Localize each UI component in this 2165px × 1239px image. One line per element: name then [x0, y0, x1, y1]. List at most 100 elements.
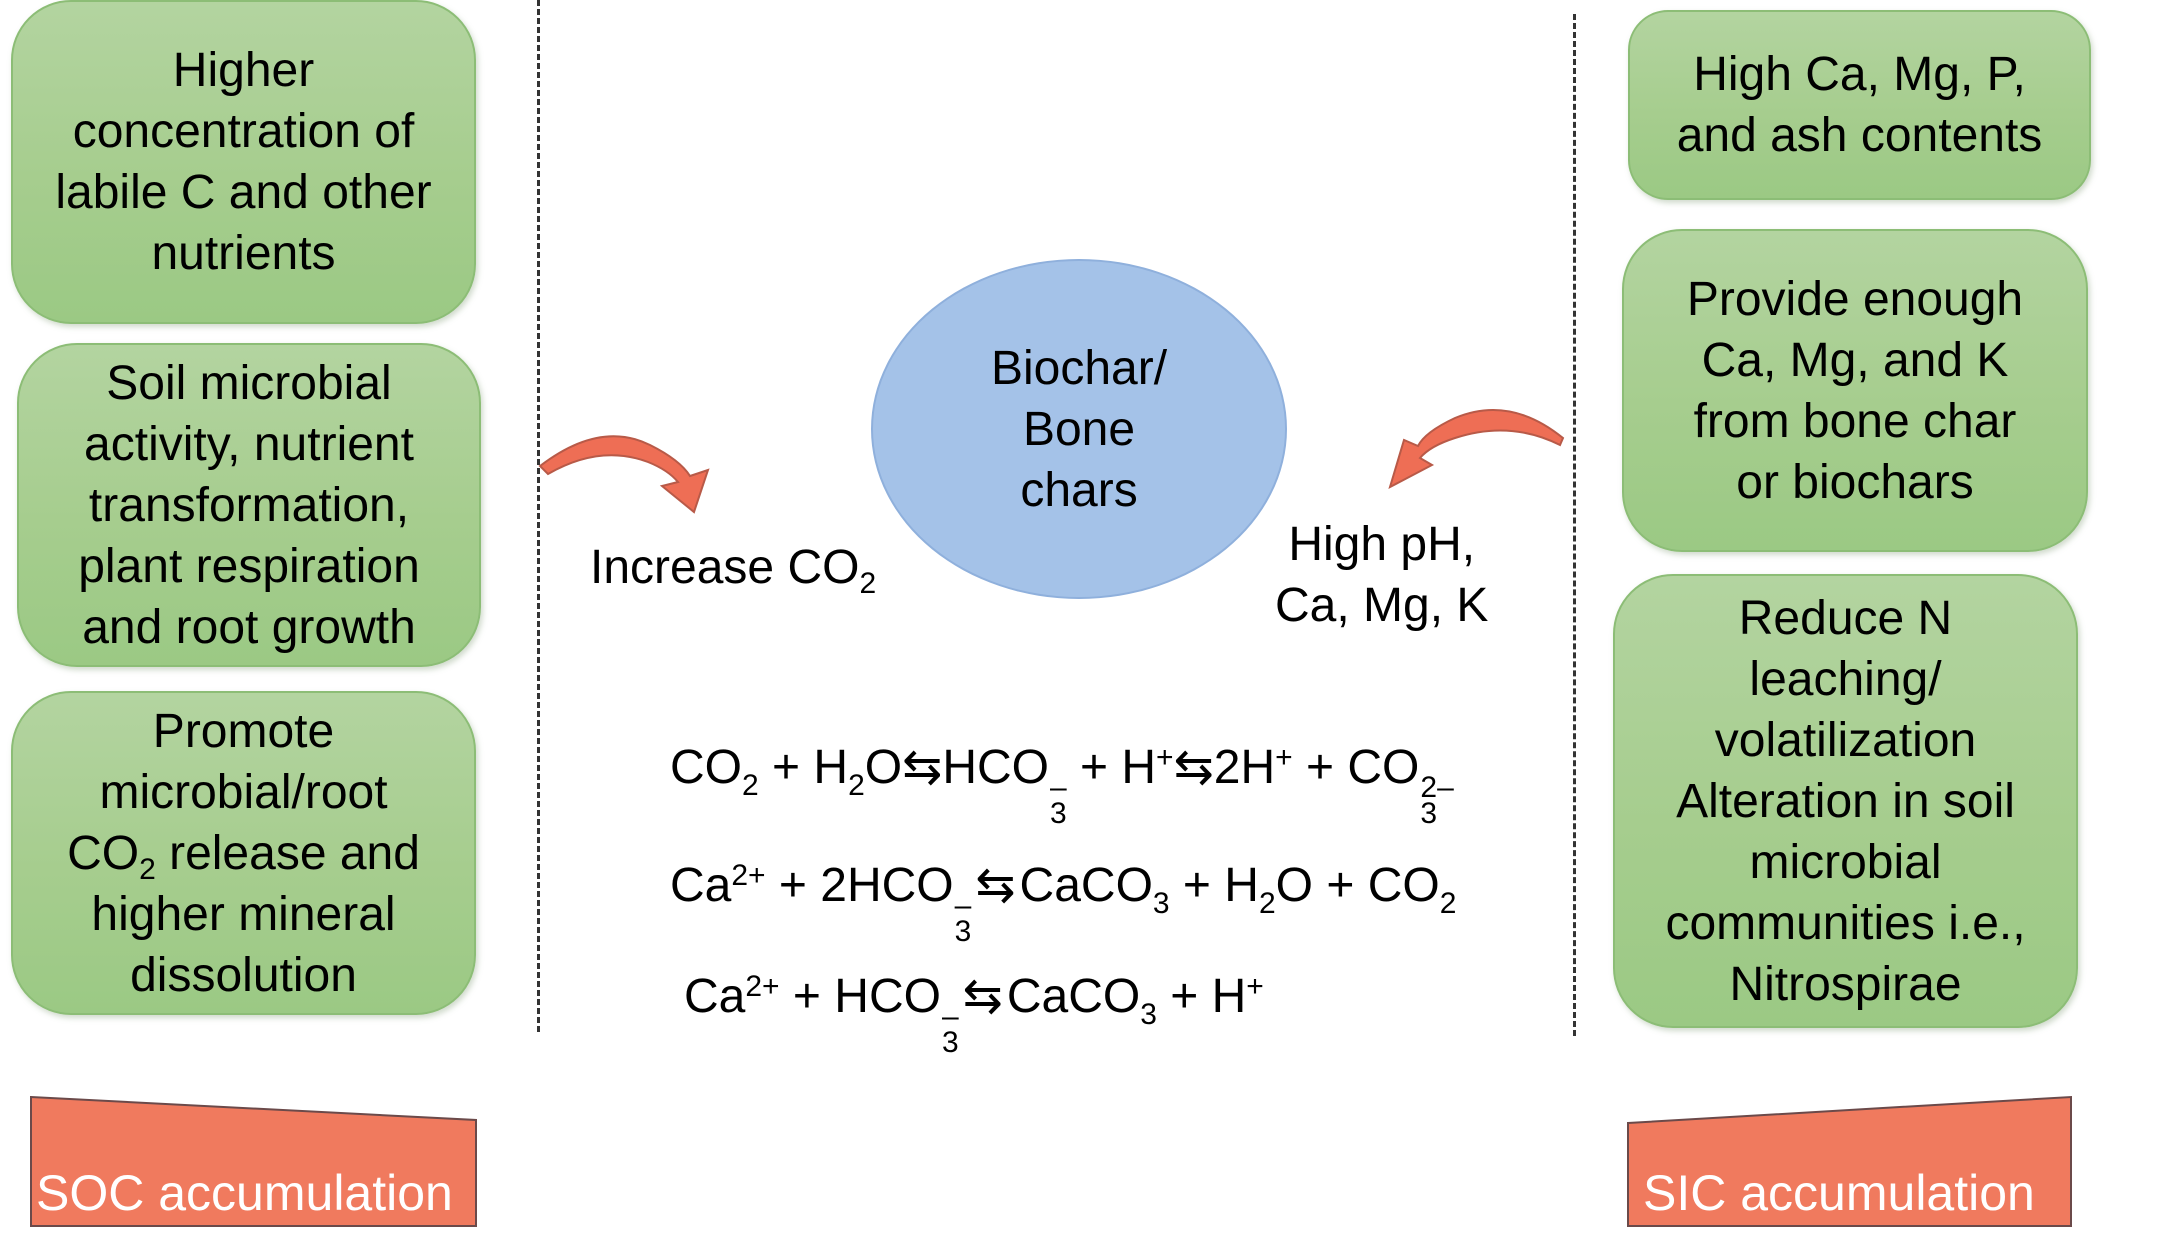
box-line: volatilization [1714, 713, 1977, 767]
eq-sub: 2 [848, 769, 865, 802]
eq-part: CaCO [1006, 970, 1141, 1023]
box-line: nutrients [151, 227, 336, 280]
box-line: High Ca, Mg, P, [1693, 48, 2026, 101]
left-curved-arrow-icon [538, 435, 710, 514]
box-line: Alteration in soil [1676, 774, 2015, 828]
eq-sup: – [941, 1000, 959, 1033]
eq-sub: 3 [1140, 998, 1157, 1031]
equilibrium-arrow-icon: ⇆ [962, 970, 1003, 1023]
eq-sup: – [954, 889, 972, 922]
left-box-labile-carbon: Higher concentration of labile C and oth… [11, 0, 476, 324]
box-line: labile C and other [55, 166, 432, 219]
box-line: microbial [1749, 835, 1942, 889]
box-line: higher mineral [91, 887, 396, 941]
eq-sup: 2+ [745, 970, 780, 1003]
increase-co2-subscript: 2 [859, 567, 877, 600]
box-line: Reduce N [1738, 591, 1953, 645]
box-line: plant respiration [78, 539, 420, 593]
soc-wedge [30, 1095, 477, 1227]
ellipse-line: Bone [1022, 402, 1136, 456]
box-line: activity, nutrient [84, 417, 414, 471]
box-line: and ash contents [1676, 109, 2043, 162]
eq-sub: 3 [1049, 797, 1067, 830]
eq-subsup: –3 [954, 889, 972, 948]
eq-part: + H [1169, 859, 1259, 912]
eq-sup: + [1275, 741, 1293, 774]
box-line: Nitrospirae [1729, 957, 1962, 1011]
release-text: release and [155, 826, 420, 880]
left-box-co2-release: Promote microbial/root CO2 release and h… [11, 691, 476, 1015]
equilibrium-arrow-icon: ⇆ [1173, 741, 1214, 794]
box-line: communities i.e., [1665, 896, 2026, 950]
box-line: Promote [152, 704, 335, 758]
eq-subsup: 2–3 [1420, 771, 1454, 830]
box-line: Provide enough [1686, 272, 2024, 326]
eq-part: + H [1066, 741, 1157, 794]
eq-part: CO [670, 741, 742, 794]
box-line: Soil microbial [106, 356, 392, 410]
box-line: microbial/root [99, 765, 388, 819]
biochar-ellipse: Biochar/ Bone chars [871, 259, 1287, 599]
eq-part: Ca [670, 859, 732, 912]
right-box-provide-nutrients: Provide enough Ca, Mg, and K from bone c… [1622, 229, 2088, 552]
high-ph-line: Ca, Mg, K [1275, 579, 1489, 632]
right-box-reduce-n-leaching: Reduce N leaching/ volatilization Altera… [1613, 574, 2078, 1028]
eq-part: CaCO [1019, 859, 1153, 912]
box-line: or biochars [1736, 455, 1974, 509]
eq-sup: + [1246, 970, 1264, 1003]
eq-subsup: –3 [1049, 771, 1067, 830]
high-ph-line: High pH, [1288, 518, 1476, 571]
eq-part: + H [1156, 970, 1247, 1023]
right-divider [1573, 14, 1576, 1036]
box-line: Ca, Mg, and K [1701, 333, 2009, 387]
ellipse-line: chars [1020, 463, 1138, 517]
equilibrium-arrow-icon: ⇆ [975, 859, 1016, 912]
eq-part: + 2HCO [765, 859, 954, 912]
eq-sub: 3 [941, 1026, 959, 1059]
eq-part: Ca [684, 970, 746, 1023]
box-line: CO2 release and [67, 823, 420, 886]
co2-text: CO [67, 826, 140, 880]
box-line: Higher [172, 44, 315, 97]
co2-subscript: 2 [139, 852, 156, 886]
eq-sub: 2 [1439, 887, 1457, 920]
box-line: and root growth [82, 600, 416, 654]
box-line: transformation, [88, 478, 410, 532]
eq-part: 2H [1213, 741, 1276, 794]
eq-sup: 2+ [731, 859, 766, 892]
increase-co2-label: Increase CO2 [590, 537, 877, 600]
right-curved-arrow-icon [1388, 409, 1565, 489]
equilibrium-arrow-icon: ⇆ [902, 741, 943, 794]
eq-part: HCO [942, 741, 1049, 794]
eq-sub: 2 [1258, 887, 1276, 920]
increase-co2-text: Increase CO [590, 541, 860, 594]
eq-sub: 3 [1420, 797, 1438, 830]
sic-accumulation-label: SIC accumulation [1643, 1165, 2035, 1221]
equation-3: Ca2+ + HCO–3⇆CaCO3 + H+ [684, 967, 1264, 1059]
box-line: concentration of [72, 105, 415, 158]
eq-sub: 2 [742, 769, 759, 802]
high-ph-label: High pH, Ca, Mg, K [1275, 514, 1488, 636]
eq-sup: 2– [1420, 771, 1454, 804]
eq-part: + CO [1292, 741, 1420, 794]
left-divider [537, 0, 540, 1032]
box-line: leaching/ [1749, 652, 1942, 706]
eq-part: + HCO [779, 970, 941, 1023]
right-box-ca-mg-p: High Ca, Mg, P, and ash contents [1628, 10, 2091, 200]
eq-part: + H [758, 741, 849, 794]
eq-sup: + [1156, 741, 1174, 774]
sic-wedge [1627, 1095, 2072, 1227]
eq-subsup: –3 [941, 1000, 959, 1059]
box-line: dissolution [130, 948, 357, 1002]
left-box-microbial-activity: Soil microbial activity, nutrient transf… [17, 343, 481, 667]
equation-2: Ca2+ + 2HCO–3⇆CaCO3 + H2O + CO2 [670, 856, 1457, 948]
ellipse-line: Biochar/ [990, 341, 1168, 395]
soc-accumulation-label: SOC accumulation [36, 1165, 453, 1221]
eq-sub: 3 [954, 915, 972, 948]
eq-sup: – [1049, 771, 1067, 804]
eq-sub: 3 [1152, 887, 1170, 920]
eq-part: O + CO [1275, 859, 1440, 912]
